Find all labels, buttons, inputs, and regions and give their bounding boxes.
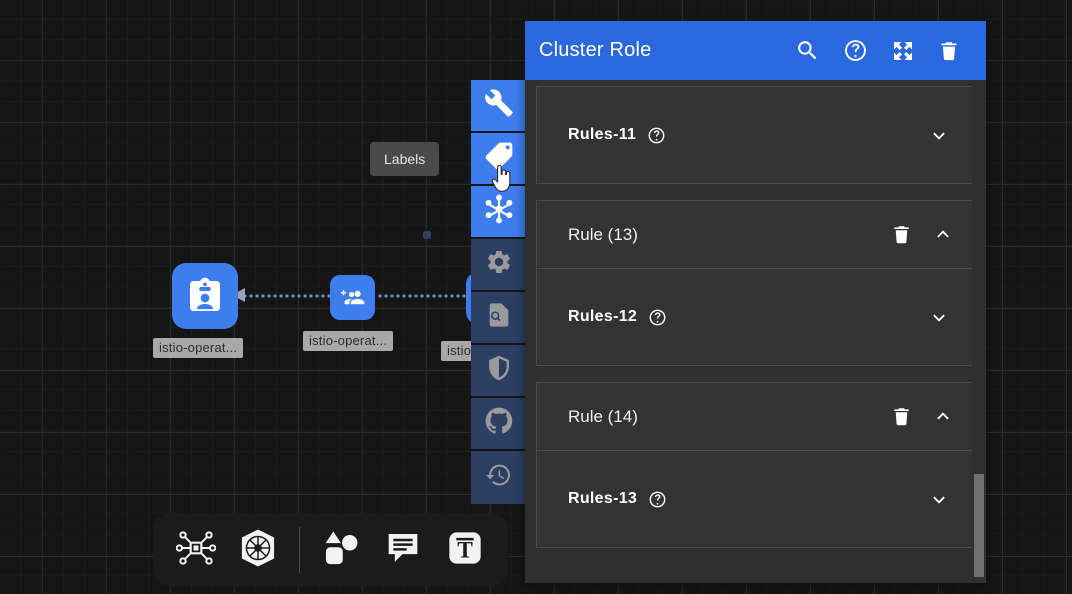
delete-icon[interactable]	[938, 39, 960, 63]
graph-node-clusterrole-label: istio	[441, 341, 478, 361]
rule-header[interactable]: Rule (13)	[537, 201, 976, 269]
rule-header[interactable]: Rule (14)	[537, 383, 976, 451]
delete-icon[interactable]	[891, 223, 912, 246]
help-icon[interactable]	[648, 308, 667, 327]
shapes-icon	[320, 527, 362, 574]
help-icon[interactable]	[648, 490, 667, 509]
chevron-up-icon[interactable]	[932, 224, 954, 246]
add-group-icon	[339, 284, 366, 311]
rules-row[interactable]: Rules-12	[537, 269, 976, 365]
chevron-up-icon[interactable]	[932, 406, 954, 428]
rules-row[interactable]: Rules-11	[537, 87, 976, 183]
delete-icon[interactable]	[891, 405, 912, 428]
graph-edge-1	[243, 294, 349, 298]
svg-text:T: T	[457, 537, 473, 563]
rules-label: Rules-11	[568, 126, 637, 143]
graph-node-rolebinding-label: istio-operat...	[303, 331, 394, 351]
rule-body: Rules-12	[537, 269, 976, 365]
dock-item-kubernetes[interactable]	[229, 521, 287, 579]
chevron-down-icon[interactable]	[928, 124, 950, 146]
rule-actions	[891, 223, 954, 246]
gear-icon	[485, 248, 513, 281]
cluster-role-panel: Cluster Role	[525, 21, 986, 583]
dock-item-shapes[interactable]	[312, 521, 370, 579]
rule-title: Rule (14)	[568, 406, 638, 426]
wrench-icon	[484, 88, 514, 123]
rail-item-github[interactable]	[471, 398, 526, 451]
rules-card-1: Rules-11	[536, 86, 977, 184]
graph-node-serviceaccount[interactable]	[172, 263, 238, 329]
rule-actions	[891, 405, 954, 428]
document-search-icon	[485, 301, 513, 334]
kubernetes-helm-icon	[237, 527, 279, 574]
rail-item-history[interactable]	[471, 451, 526, 504]
network-hub-icon	[483, 193, 515, 230]
chevron-down-icon[interactable]	[928, 306, 950, 328]
rule-card-13: Rule (13) Rules-12	[536, 200, 977, 366]
search-icon[interactable]	[795, 38, 820, 63]
dock-divider	[299, 527, 300, 573]
help-icon[interactable]	[647, 126, 666, 145]
github-icon	[484, 406, 514, 441]
rule-title: Rule (13)	[568, 224, 638, 244]
text-tool-icon: T	[445, 528, 485, 573]
rail-item-security[interactable]	[471, 345, 526, 398]
fullscreen-icon[interactable]	[891, 39, 915, 63]
panel-scrollbar-track[interactable]	[972, 80, 986, 583]
panel-title: Cluster Role	[539, 39, 652, 61]
rail-item-settings[interactable]	[471, 239, 526, 292]
shield-icon	[485, 354, 513, 387]
rules-row[interactable]: Rules-13	[537, 451, 976, 547]
chevron-down-icon[interactable]	[928, 488, 950, 510]
rules-label: Rules-12	[568, 308, 638, 325]
dock-item-comment[interactable]	[374, 521, 432, 579]
rail-item-cluster[interactable]	[471, 186, 526, 239]
bottom-dock: T	[153, 514, 508, 586]
dock-item-text[interactable]: T	[436, 521, 494, 579]
panel-header-actions	[795, 38, 960, 63]
rule-card-14: Rule (14) Rules-13	[536, 382, 977, 548]
graph-node-serviceaccount-label: istio-operat...	[153, 338, 244, 358]
rail-item-labels[interactable]	[471, 133, 526, 186]
panel-header: Cluster Role	[525, 21, 986, 80]
left-tool-rail	[471, 80, 526, 504]
rule-body: Rules-13	[537, 451, 976, 547]
dock-item-topology[interactable]	[167, 521, 225, 579]
graph-edge-2	[378, 294, 478, 298]
chip-network-icon	[175, 528, 217, 573]
rules-label: Rules-13	[568, 490, 638, 507]
labels-tooltip: Labels	[370, 142, 440, 176]
tag-icon	[483, 140, 515, 177]
rail-item-tools[interactable]	[471, 80, 526, 133]
graph-minor-node[interactable]	[423, 231, 431, 239]
panel-scroll-content: Rules-11 Rule (13)	[525, 80, 986, 583]
history-icon	[485, 461, 513, 494]
panel-scrollbar-thumb[interactable]	[974, 474, 984, 577]
graph-node-rolebinding[interactable]	[330, 275, 375, 320]
help-icon[interactable]	[843, 38, 868, 63]
comment-icon	[383, 528, 423, 573]
panel-body: Rules-11 Rule (13)	[525, 80, 986, 583]
rail-item-inspect[interactable]	[471, 292, 526, 345]
id-badge-icon	[185, 276, 225, 316]
